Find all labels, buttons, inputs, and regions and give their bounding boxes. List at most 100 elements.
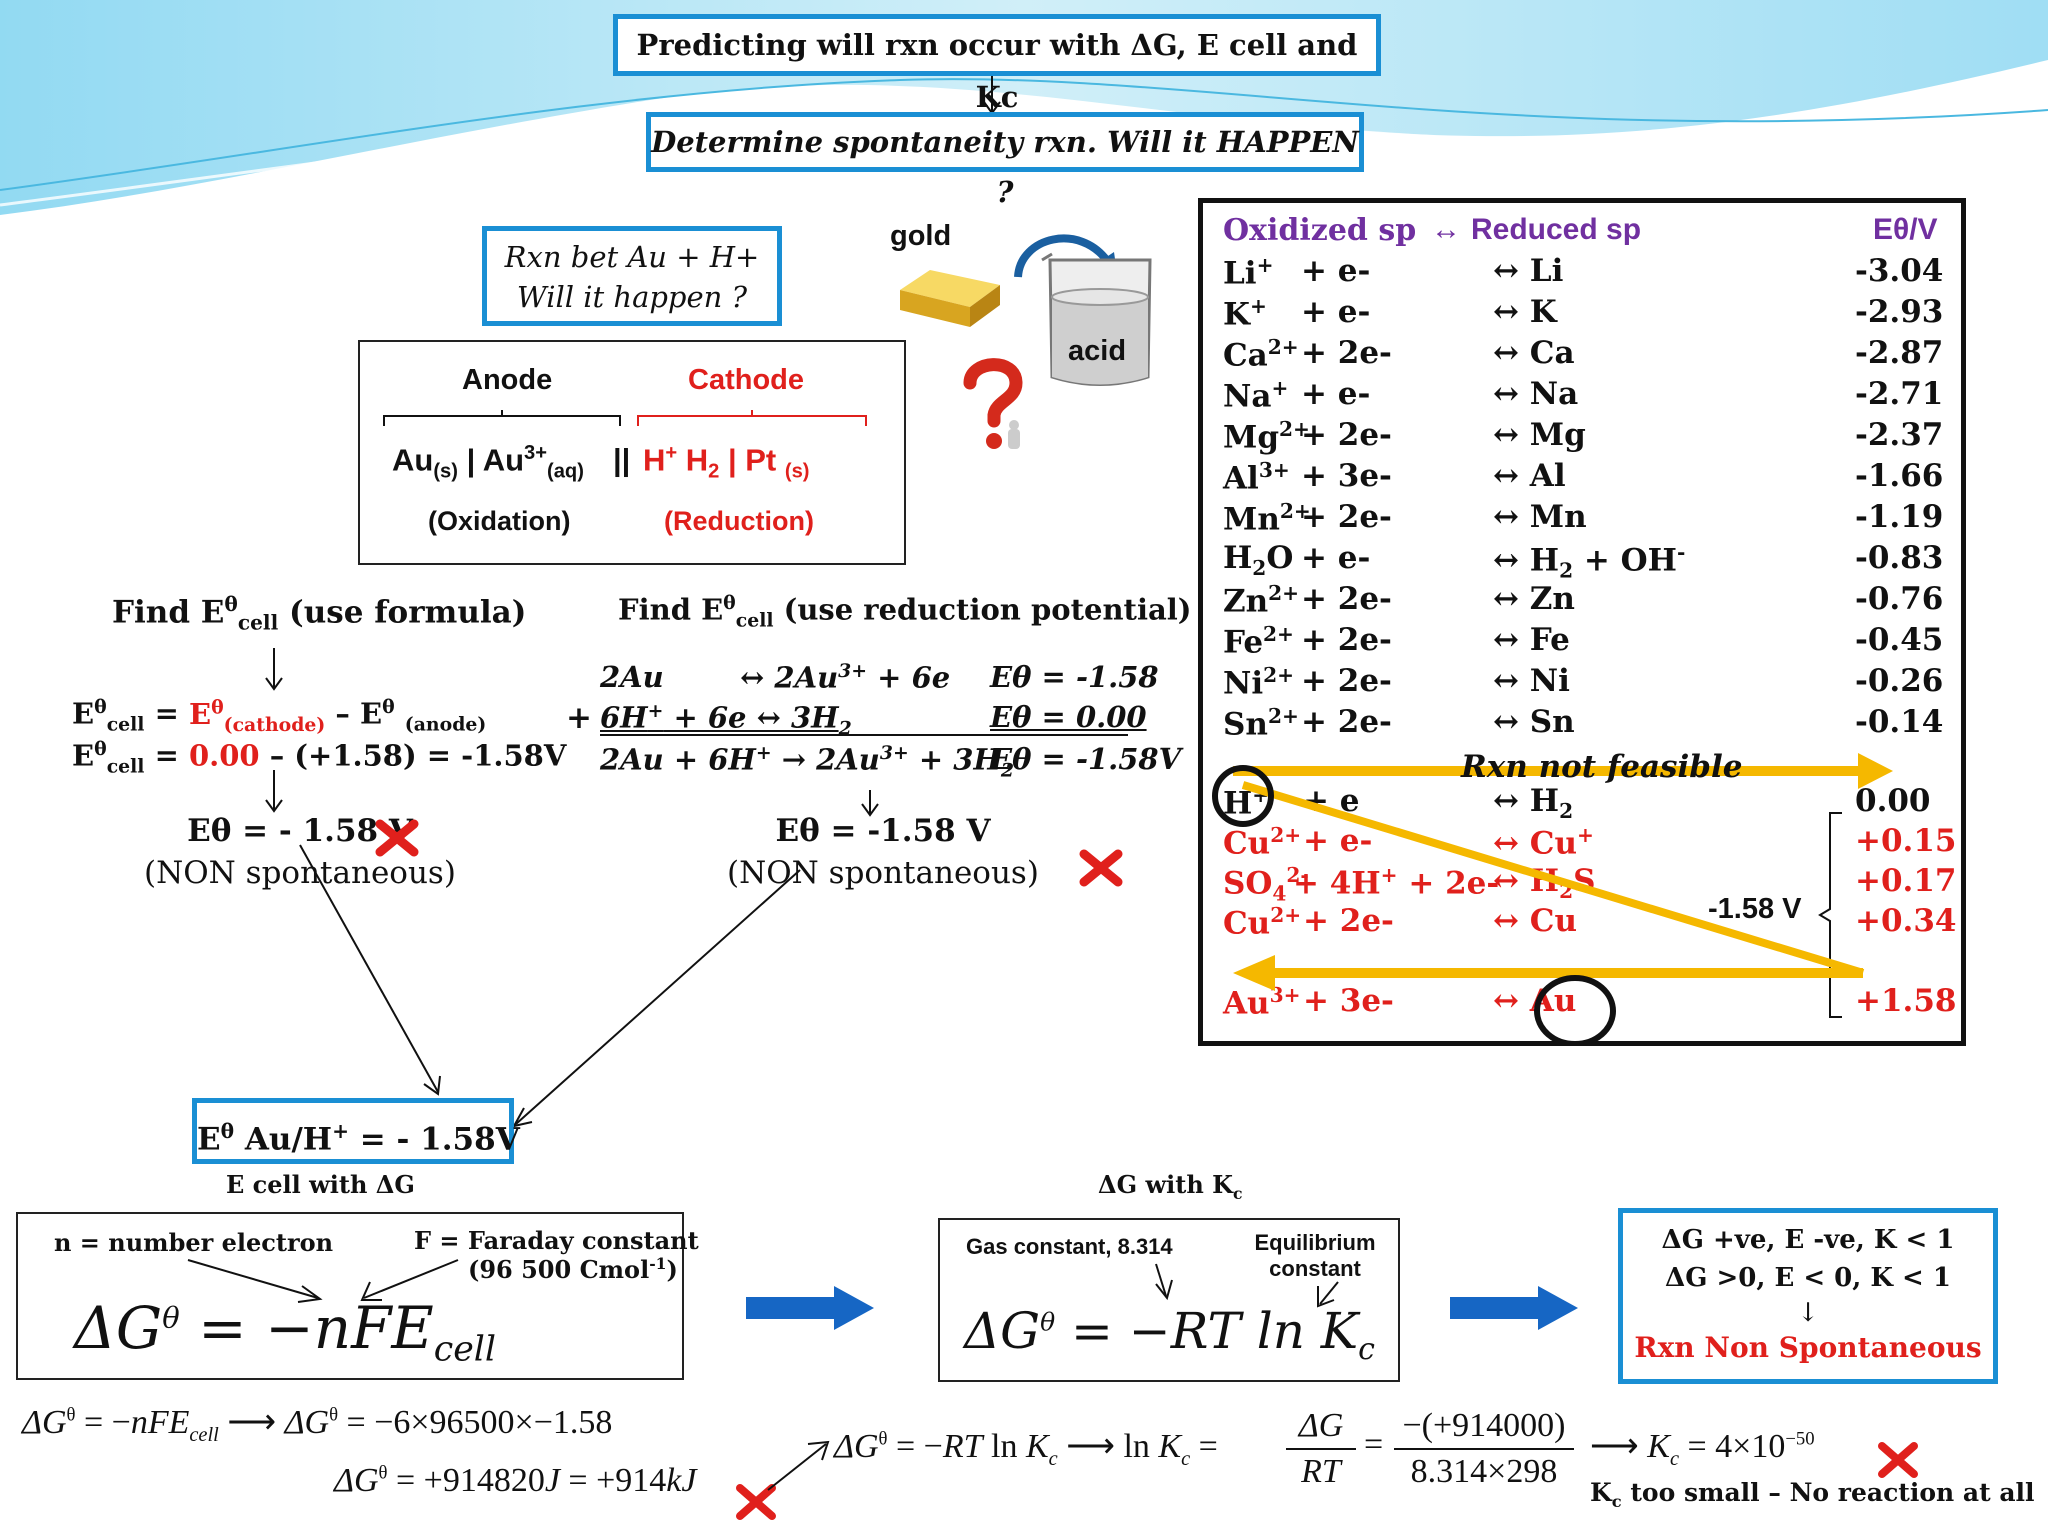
oxidized-species: Cu2+ (1223, 823, 1302, 862)
oxidized-species: Zn2+ (1223, 581, 1300, 620)
rxn-not-feasible-label: Rxn not feasible (1461, 749, 1743, 785)
label-arrows (1155, 1263, 1339, 1308)
electrons: + 2e- (1301, 704, 1392, 740)
row1-mid: ↔ 2Au3+ + 6e (740, 660, 951, 695)
page-title: Predicting will rxn occur with ΔG, E cel… (636, 28, 1358, 114)
table-row: H2O+ e-↔ H2 + OH--0.83 (1203, 540, 1963, 583)
potential-result: Eθ = -1.58 V (NON spontaneous) (688, 810, 1078, 894)
standard-potential: -1.66 (1855, 458, 1944, 494)
potential-row-1: 2Au ↔ 2Au3+ + 6e Eθ = -1.58 (600, 660, 1160, 700)
cathode-label: Cathode (688, 364, 804, 396)
table-row: Ni2++ 2e-↔ Ni-0.26 (1203, 663, 1963, 703)
row2-right: Eθ = 0.00 (990, 700, 1147, 734)
dg-rt-equation: ΔGθ = −RT ln Kc (964, 1302, 1375, 1367)
reduced-species: ↔ Sn (1493, 704, 1575, 740)
k-label-line2: constant (1269, 1256, 1361, 1281)
potential-difference-label: -1.58 V (1708, 893, 1802, 925)
final-cell-box: Eθ Au/H+ = - 1.58V (192, 1098, 520, 1164)
potential-difference-bracket (1818, 812, 1842, 1018)
summary-arrow: ↓ (1797, 1298, 1819, 1328)
blue-arrow-2 (1450, 1286, 1578, 1330)
feasibility-arrows (1212, 753, 1893, 1043)
standard-potential: -0.76 (1855, 581, 1944, 617)
standard-potential: +0.15 (1855, 823, 1957, 859)
potential-underline (600, 734, 1128, 736)
standard-potential: +1.58 (1855, 983, 1957, 1019)
reduced-species: ↔ K (1493, 294, 1557, 330)
acid-label: acid (1068, 335, 1127, 367)
formula-method-heading: Find Eθcell (use formula) (112, 592, 527, 635)
reduced-species: ↔ Mg (1493, 417, 1586, 453)
calc-line-2: ΔGθ = +914820J = +914kJ (334, 1462, 697, 1499)
anode-half-cell: Au(s) | Au3+(aq) (392, 442, 584, 483)
standard-potential: -2.87 (1855, 335, 1944, 371)
reduced-species: ↔ Ni (1493, 663, 1570, 699)
table-header: Oxidized sp ↔ Reduced sp Eθ/V (1203, 213, 1963, 253)
n-label: n = number electron (54, 1228, 334, 1257)
electrons: + e- (1301, 376, 1371, 412)
potential-row-3: 2Au + 6H+ → 2Au3+ + 3H2 Eθ = -1.58V (600, 742, 1181, 782)
table-row: Cu2++ e- ↔ Cu+ +0.15 (1203, 823, 1963, 863)
reduced-species: ↔ Zn (1493, 581, 1575, 617)
standard-potential: -0.26 (1855, 663, 1944, 699)
header-oxidized: Oxidized sp (1223, 213, 1417, 248)
link-arrow (767, 1440, 830, 1491)
electrons: + e- (1301, 253, 1371, 289)
standard-potential: -2.71 (1855, 376, 1944, 412)
beaker-icon (1041, 252, 1152, 386)
f-label: F = Faraday constant (414, 1226, 699, 1255)
dg-nfe-equation: ΔGθ = −nFEcell (74, 1294, 497, 1370)
electrons: + 2e- (1301, 335, 1392, 371)
reduction-label: (Reduction) (664, 506, 814, 536)
formula-result: Eθ = - 1.58 V (NON spontaneous) (105, 810, 495, 894)
reduced-species: ↔ Al (1493, 458, 1566, 494)
row2-left: 6H+ + 6e ↔ 3H2 (600, 700, 852, 740)
standard-potential: -1.19 (1855, 499, 1944, 535)
oxidized-species: Na+ (1223, 376, 1289, 415)
table-row: Mn2++ 2e- ↔ Mn -1.19 (1203, 499, 1963, 539)
reduced-species: ↔ Cu (1493, 903, 1577, 939)
electrons: + 2e- (1301, 622, 1392, 658)
potential-arrow (861, 790, 879, 817)
k-label-line1: Equilibrium (1254, 1230, 1376, 1255)
electrons: + 2e- (1301, 499, 1392, 535)
r-label: Gas constant, 8.314 (966, 1234, 1173, 1259)
oxidized-species: H2O (1223, 540, 1294, 581)
table-row: Zn2++ 2e-↔ Zn-0.76 (1203, 581, 1963, 621)
calc3-frac2: −(+914000)8.314×298 (1394, 1404, 1574, 1494)
cross-icon (736, 1484, 776, 1520)
reduced-species: ↔ Li (1493, 253, 1564, 289)
electrons: + 2e- (1301, 663, 1392, 699)
oxidized-species: Ca2+ (1223, 335, 1299, 374)
calc3-part1: ΔGθ = −RT ln Kc ⟶ ln Kc = (834, 1428, 1218, 1470)
electrons: + e- (1303, 823, 1373, 859)
dg-kc-label: ΔG with Kc (1098, 1170, 1243, 1203)
label-arrows (187, 1259, 459, 1303)
table-row: Cu2++ 2e-↔ Cu+0.34 (1203, 903, 1963, 943)
summary-line-2: ΔG >0, E < 0, K < 1 (1665, 1263, 1951, 1293)
reduced-species: ↔ Na (1493, 376, 1579, 412)
standard-potential: +0.17 (1855, 863, 1957, 899)
reduced-species: ↔ H2 (1493, 783, 1574, 824)
oxidized-species: Li+ (1223, 253, 1274, 292)
table-row: Fe2++ 2e-↔ Fe-0.45 (1203, 622, 1963, 662)
header-reduced: Reduced sp (1471, 213, 1642, 246)
table-row: Na+ + e- ↔ Na -2.71 (1203, 376, 1963, 416)
potential-row-2: 6H+ + 6e ↔ 3H2 Eθ = 0.00 (600, 700, 1160, 740)
salt-bridge-separator: || (613, 442, 631, 477)
table-row: Mg2++ 2e-↔ Mg-2.37 (1203, 417, 1963, 457)
oxidized-species: Mn2+ (1223, 499, 1311, 538)
reduced-species: ↔ Mn (1493, 499, 1587, 535)
reduced-species: ↔ Cu+ (1493, 823, 1594, 862)
standard-potential: -2.93 (1855, 294, 1944, 330)
formula-result-note: (NON spontaneous) (144, 855, 456, 891)
potential-result-value: Eθ = -1.58 V (775, 813, 991, 849)
table-row: Ca2++ 2e-↔ Ca-2.87 (1203, 335, 1963, 375)
potential-result-note: (NON spontaneous) (727, 855, 1039, 891)
electrons: + 4H+ + 2e- (1293, 863, 1500, 902)
cathode-half-cell: H+ H2 | Pt (s) (643, 442, 810, 483)
oxidized-species: Mg2+ (1223, 417, 1310, 456)
